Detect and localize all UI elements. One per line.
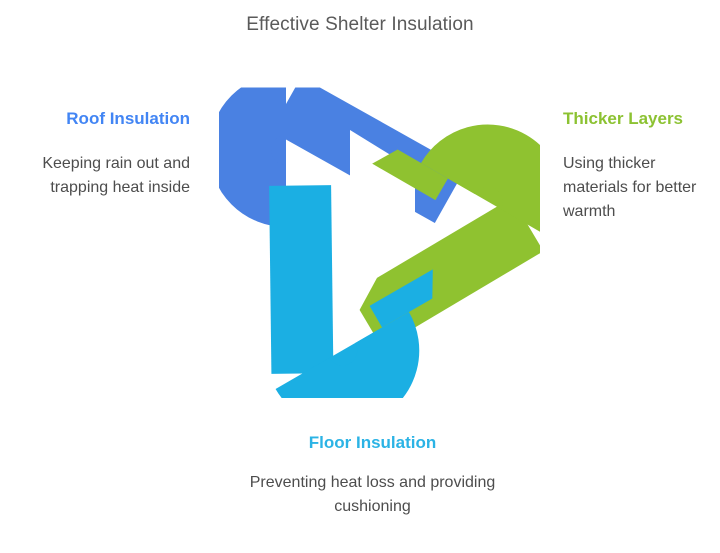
interlocking-trefoil-diagram xyxy=(200,58,540,398)
node-heading-roof-insulation: Roof Insulation xyxy=(66,109,190,128)
node-block-floor-insulation: Floor Insulation Preventing heat loss an… xyxy=(240,432,505,519)
page-title: Effective Shelter Insulation xyxy=(246,14,474,35)
node-block-roof-insulation: Roof Insulation Keeping rain out and tra… xyxy=(8,108,190,200)
link-cyan-shape xyxy=(269,185,433,398)
node-description-floor-insulation: Preventing heat loss and providing cushi… xyxy=(249,474,496,515)
node-description-roof-insulation: Keeping rain out and trapping heat insid… xyxy=(42,155,190,196)
node-description-thicker-layers: Using thicker materials for better warmt… xyxy=(563,155,697,220)
node-block-thicker-layers: Thicker Layers Using thicker materials f… xyxy=(563,108,713,224)
node-heading-floor-insulation: Floor Insulation xyxy=(308,433,437,452)
node-heading-thicker-layers: Thicker Layers xyxy=(563,109,684,128)
trefoil-svg xyxy=(209,73,540,398)
